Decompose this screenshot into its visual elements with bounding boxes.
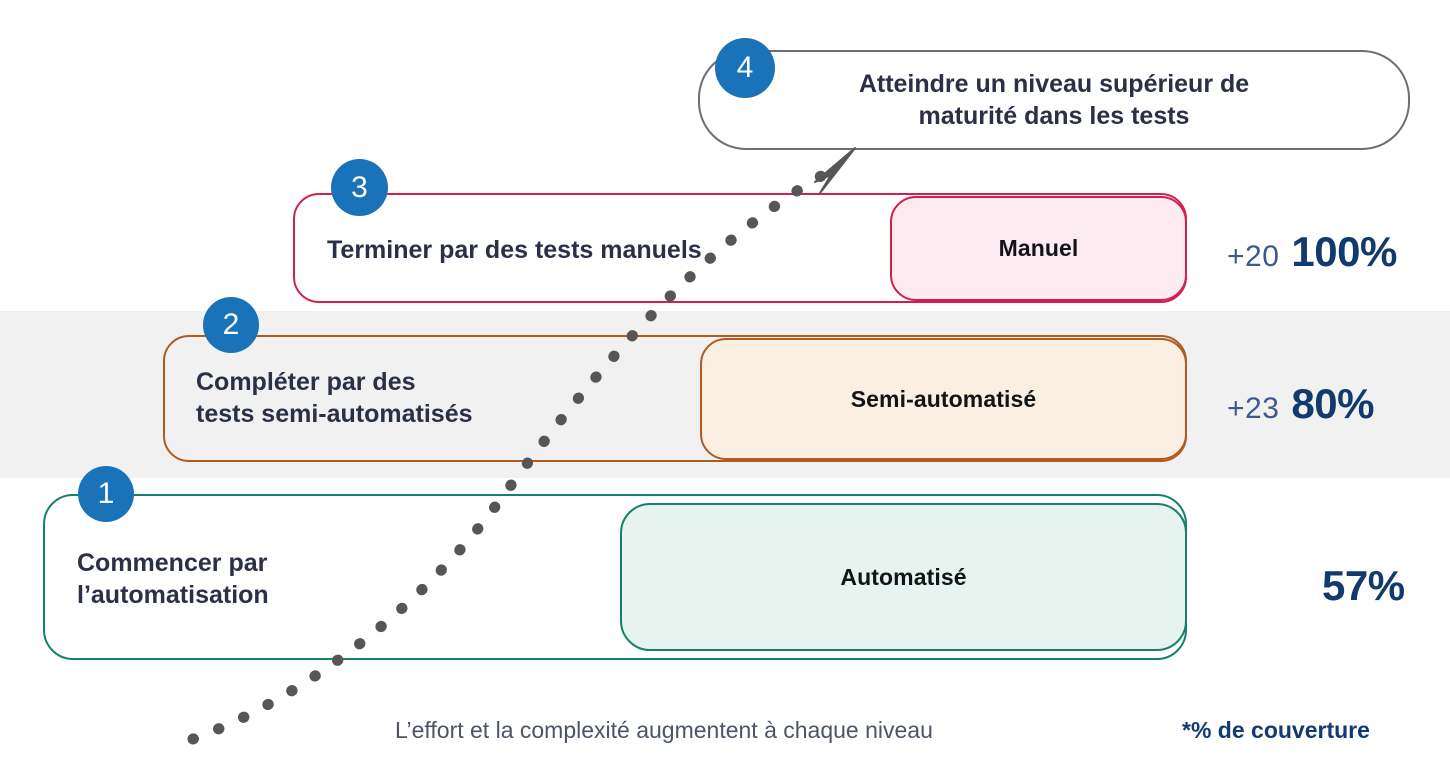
footer-note: L’effort et la complexité augmentent à c… [395,717,933,743]
coverage-percent-manuel: 100% [1291,228,1397,275]
coverage-percent-automatise: 57% [1322,562,1405,609]
stage-number-1-label: 1 [97,477,115,510]
pill-label-manuel: Manuel [998,235,1079,261]
stage-description-manuel: Terminer par des tests manuels [327,236,702,264]
pill-label-semi-automatise: Semi-automatisé [850,385,1037,412]
pill-automatise[interactable]: Automatisé [620,503,1187,651]
stage-description-automatise: Commencer par l’automatisation [77,549,269,609]
pill-label-automatise: Automatisé [840,563,967,590]
goal-number-4-label: 4 [736,51,754,84]
goal-capsule[interactable]: Atteindre un niveau supérieur de maturit… [698,50,1410,150]
stage-number-1[interactable]: 1 [78,466,134,522]
stage-description-semi-automatise: Compléter par des tests semi-automatisés [196,368,473,428]
stage-number-2-label: 2 [222,308,240,341]
pill-manuel[interactable]: Manuel [890,196,1187,301]
coverage-delta-semi-automatise: +23 [1227,392,1280,425]
coverage-delta-manuel: +20 [1227,240,1280,273]
coverage-semi-automatise: +23 80% [1227,380,1374,428]
pill-semi-automatise[interactable]: Semi-automatisé [700,338,1187,460]
stage-number-2[interactable]: 2 [203,297,259,353]
footer-legend: *% de couverture [1182,717,1370,743]
goal-number-4[interactable]: 4 [715,38,775,98]
coverage-manuel: +20 100% [1227,228,1397,276]
stage-number-3-label: 3 [351,170,368,204]
coverage-percent-semi-automatise: 80% [1291,380,1374,427]
stage-number-3[interactable]: 3 [331,159,388,216]
coverage-automatise: 57% [1310,562,1405,610]
goal-text: Atteindre un niveau supérieur de maturit… [858,69,1250,131]
